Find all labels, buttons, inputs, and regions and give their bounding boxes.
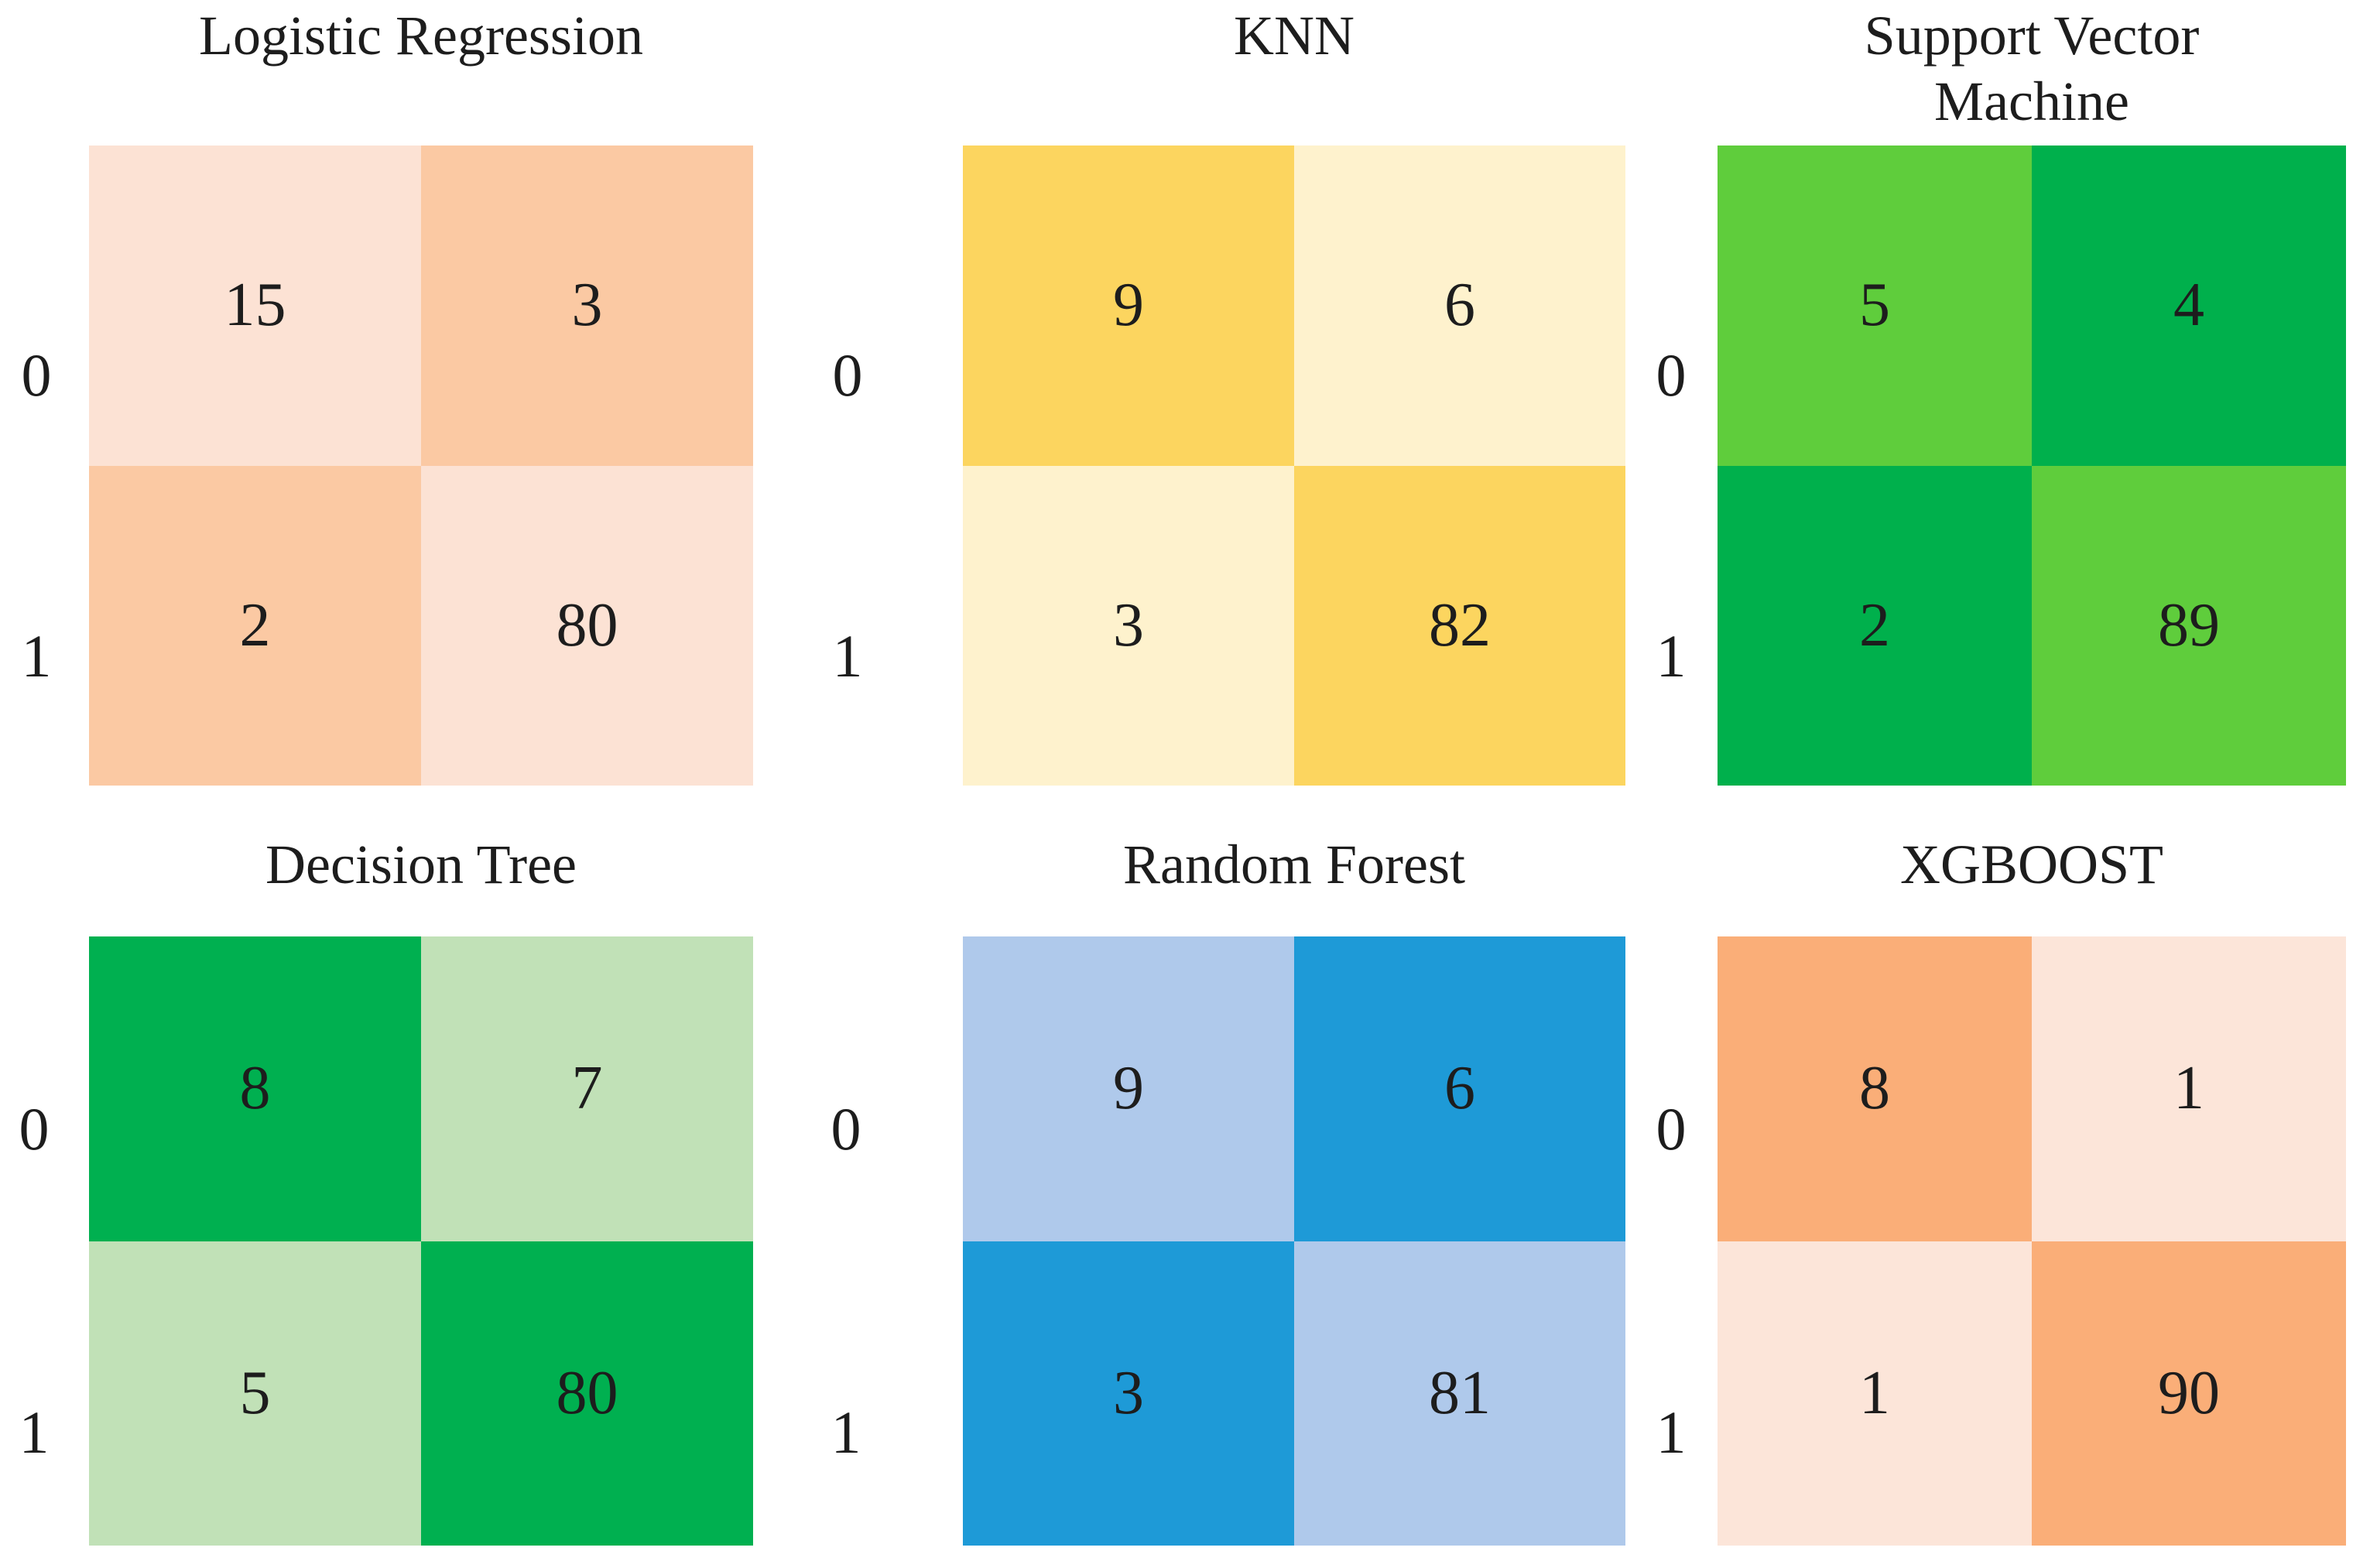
matrix-cell-r1c0: 2 xyxy=(1718,465,2032,786)
chart-title-xgboost: XGBOOST xyxy=(1899,834,2164,895)
chart-title-random-forest: Random Forest xyxy=(1123,834,1465,895)
matrix-cell-r1c0: 2 xyxy=(89,465,421,786)
matrix-cell-r1c0: 1 xyxy=(1718,1241,2032,1546)
chart-title-logistic-regression: Logistic Regression xyxy=(199,5,643,67)
matrix-cell-r1c1: 80 xyxy=(421,1241,753,1546)
panel-logistic-regression: Logistic Regression 0 1 15 3 2 80 xyxy=(0,0,791,786)
matrix-cell-r0c1: 6 xyxy=(1294,146,1625,466)
y-tick-label-1: 1 xyxy=(1656,1399,1687,1466)
panel-xgboost: XGBOOST 0 1 8 1 1 90 xyxy=(1579,784,2370,1568)
matrix-cell-r0c1: 7 xyxy=(421,936,753,1241)
panel-knn: KNN 0 1 9 6 3 82 xyxy=(789,0,1625,786)
matrix-cell-r0c0: 8 xyxy=(89,936,421,1241)
panel-decision-tree: Decision Tree 0 1 8 7 5 80 xyxy=(0,784,791,1568)
matrix-cell-r0c1: 1 xyxy=(2032,936,2346,1241)
confusion-matrix-random-forest: 9 6 3 81 xyxy=(963,936,1625,1546)
y-tick-label-0: 0 xyxy=(1656,341,1687,409)
panel-random-forest: Random Forest 0 1 9 6 3 81 xyxy=(789,784,1625,1568)
confusion-matrix-knn: 9 6 3 82 xyxy=(963,146,1625,786)
y-tick-label-1: 1 xyxy=(1656,622,1687,690)
matrix-cell-r0c0: 9 xyxy=(963,936,1294,1241)
matrix-cell-r1c1: 81 xyxy=(1294,1241,1625,1546)
y-tick-label-1: 1 xyxy=(832,622,863,690)
matrix-cell-r1c0: 3 xyxy=(963,465,1294,786)
y-tick-label-0: 0 xyxy=(19,1095,50,1162)
matrix-cell-r0c0: 9 xyxy=(963,146,1294,466)
matrix-cell-r0c1: 6 xyxy=(1294,936,1625,1241)
y-tick-label-1: 1 xyxy=(21,622,52,690)
confusion-matrix-xgboost: 8 1 1 90 xyxy=(1718,936,2346,1546)
y-tick-label-0: 0 xyxy=(831,1095,861,1162)
matrix-cell-r0c1: 4 xyxy=(2032,146,2346,466)
confusion-matrix-decision-tree: 8 7 5 80 xyxy=(89,936,753,1546)
y-tick-label-0: 0 xyxy=(21,341,52,409)
chart-title-knn: KNN xyxy=(1234,5,1355,67)
matrix-cell-r1c1: 82 xyxy=(1294,465,1625,786)
y-tick-label-1: 1 xyxy=(831,1399,861,1466)
panel-support-vector-machine: Support Vector Machine 0 1 5 4 2 89 xyxy=(1579,0,2370,786)
matrix-cell-r1c1: 80 xyxy=(421,465,753,786)
y-tick-label-0: 0 xyxy=(1656,1095,1687,1162)
matrix-cell-r0c1: 3 xyxy=(421,146,753,466)
matrix-cell-r0c0: 8 xyxy=(1718,936,2032,1241)
matrix-cell-r1c0: 3 xyxy=(963,1241,1294,1546)
confusion-matrix-support-vector-machine: 5 4 2 89 xyxy=(1718,146,2346,786)
matrix-cell-r0c0: 5 xyxy=(1718,146,2032,466)
y-tick-label-0: 0 xyxy=(832,341,863,409)
matrix-cell-r1c1: 90 xyxy=(2032,1241,2346,1546)
chart-title-support-vector-machine: Support Vector Machine xyxy=(1864,5,2200,132)
chart-title-decision-tree: Decision Tree xyxy=(265,834,577,895)
matrix-cell-r1c0: 5 xyxy=(89,1241,421,1546)
matrix-cell-r0c0: 15 xyxy=(89,146,421,466)
confusion-matrix-logistic-regression: 15 3 2 80 xyxy=(89,146,753,786)
matrix-cell-r1c1: 89 xyxy=(2032,465,2346,786)
y-tick-label-1: 1 xyxy=(19,1399,50,1466)
